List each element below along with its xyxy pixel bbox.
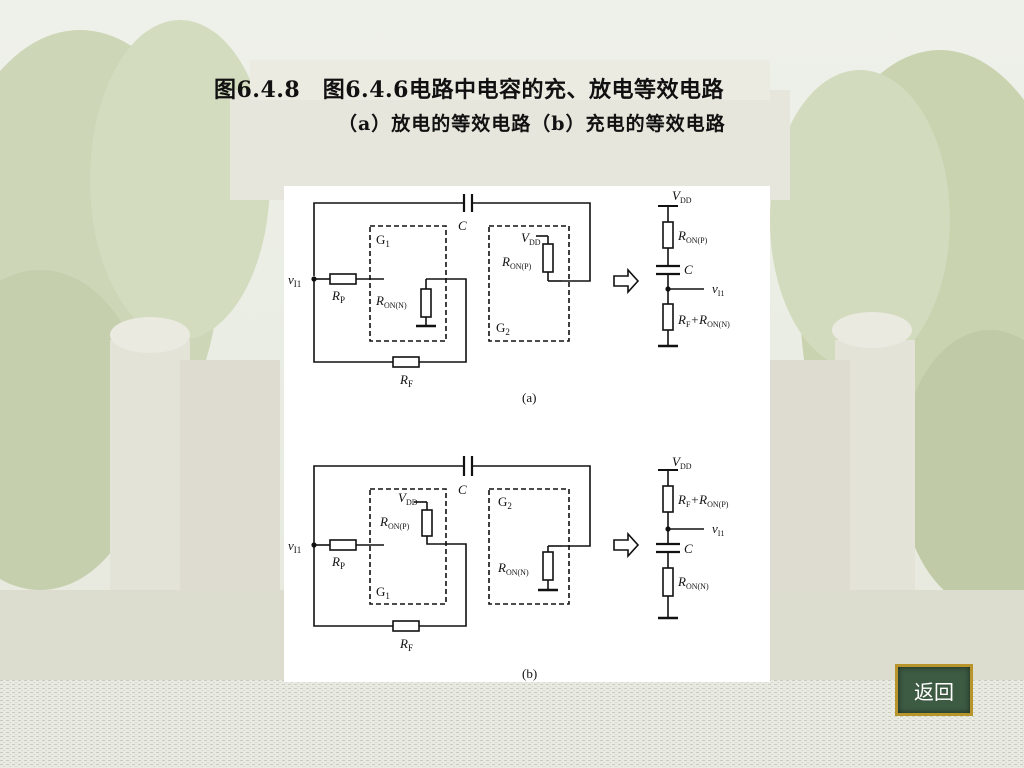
label-ron-p-b: RON(P) — [379, 514, 410, 531]
label-eq-top-a: RON(P) — [677, 228, 708, 245]
label-vi1-b: vI1 — [288, 538, 301, 555]
label-eq-top-b: RF+RON(P) — [677, 492, 729, 509]
label-eq-c-a: C — [684, 262, 693, 277]
label-rp-a: RP — [331, 288, 345, 305]
label-c-b: C — [458, 482, 467, 497]
slide-subtitle: （a）放电的等效电路（b）充电的等效电路 — [338, 113, 726, 135]
circuit-diagram: vI1 RP C G1 RON(N) VDD RON(P) G2 RF VDD … — [288, 188, 730, 681]
label-eq-bottom-a: RF+RON(N) — [677, 312, 730, 329]
label-g1-b: G1 — [376, 584, 390, 601]
label-vi1-a: vI1 — [288, 272, 301, 289]
circuit-figure: vI1 RP C G1 RON(N) VDD RON(P) G2 RF VDD … — [284, 186, 770, 682]
label-c-a: C — [458, 218, 467, 233]
label-ron-n-b: RON(N) — [497, 560, 529, 577]
back-button[interactable]: 返回 — [895, 664, 973, 716]
label-g1-a: G1 — [376, 232, 390, 249]
label-eq-vdd-b: VDD — [672, 454, 692, 471]
caption-a: (a) — [522, 390, 536, 405]
label-ron-n-a: RON(N) — [375, 293, 407, 310]
label-vdd-b: VDD — [398, 490, 418, 507]
label-eq-bottom-b: RON(N) — [677, 574, 709, 591]
label-g2-b: G2 — [498, 494, 512, 511]
label-eq-out-b: vI1 — [712, 521, 724, 538]
slide-title: 图6.4.8 图6.4.6电路中电容的充、放电等效电路 — [214, 77, 724, 103]
label-rf-a: RF — [399, 372, 413, 389]
label-eq-vdd-a: VDD — [672, 188, 692, 205]
label-eq-out-a: vI1 — [712, 281, 724, 298]
label-rp-b: RP — [331, 554, 345, 571]
label-ron-p-a: RON(P) — [501, 254, 532, 271]
label-g2-a: G2 — [496, 320, 510, 337]
label-rf-b: RF — [399, 636, 413, 653]
caption-b: (b) — [522, 666, 537, 681]
label-vdd-a: VDD — [521, 230, 541, 247]
label-eq-c-b: C — [684, 541, 693, 556]
